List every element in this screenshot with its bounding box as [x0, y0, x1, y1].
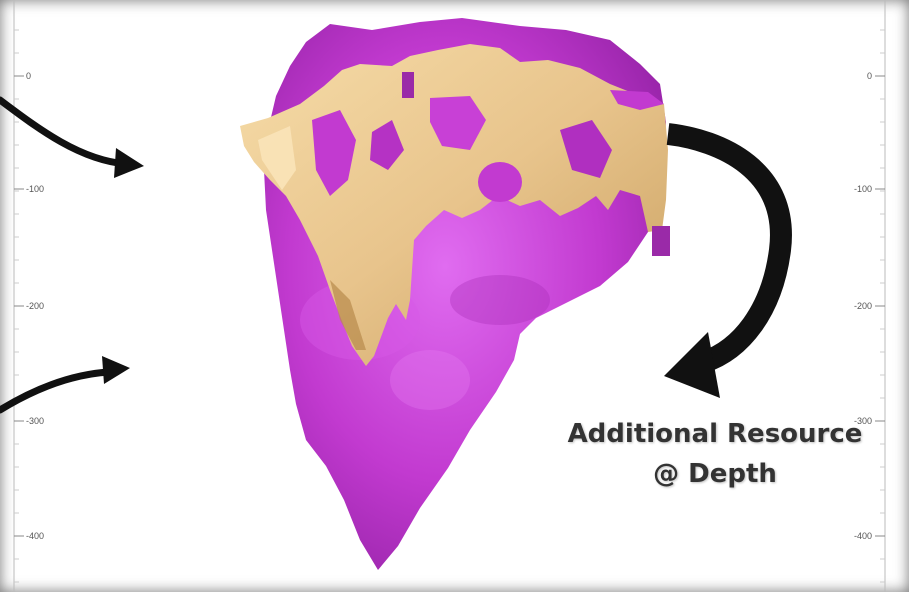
right-curved-arrow-head	[664, 332, 720, 398]
magenta-highlight	[390, 350, 470, 410]
magenta-shadow	[450, 275, 550, 325]
right-tick-label: -100	[854, 184, 872, 194]
right-axis: 0 -100 -200 -300 -400	[854, 0, 885, 592]
right-tick-label: -400	[854, 531, 872, 541]
magenta-pocket	[478, 162, 522, 202]
left-arrow-upper-head	[114, 148, 144, 178]
left-tick-label: -200	[26, 301, 44, 311]
left-arrow-upper	[0, 100, 126, 164]
magenta-pocket	[652, 226, 670, 256]
left-tick-label: -300	[26, 416, 44, 426]
caption-line-1: Additional Resource	[515, 414, 909, 454]
left-tick-label: -400	[26, 531, 44, 541]
left-arrow-lower-head	[102, 356, 130, 384]
left-tick-label: -100	[26, 184, 44, 194]
right-tick-label: -200	[854, 301, 872, 311]
left-arrow-lower	[0, 372, 110, 410]
right-curved-arrow	[668, 134, 781, 362]
magenta-pocket	[402, 72, 414, 98]
left-tick-label: 0	[26, 71, 31, 81]
caption: Additional Resource @ Depth	[515, 414, 909, 494]
right-tick-label: 0	[867, 71, 872, 81]
caption-line-2: @ Depth	[515, 454, 909, 494]
left-axis: 0 -100 -200 -300 -400	[14, 0, 44, 592]
